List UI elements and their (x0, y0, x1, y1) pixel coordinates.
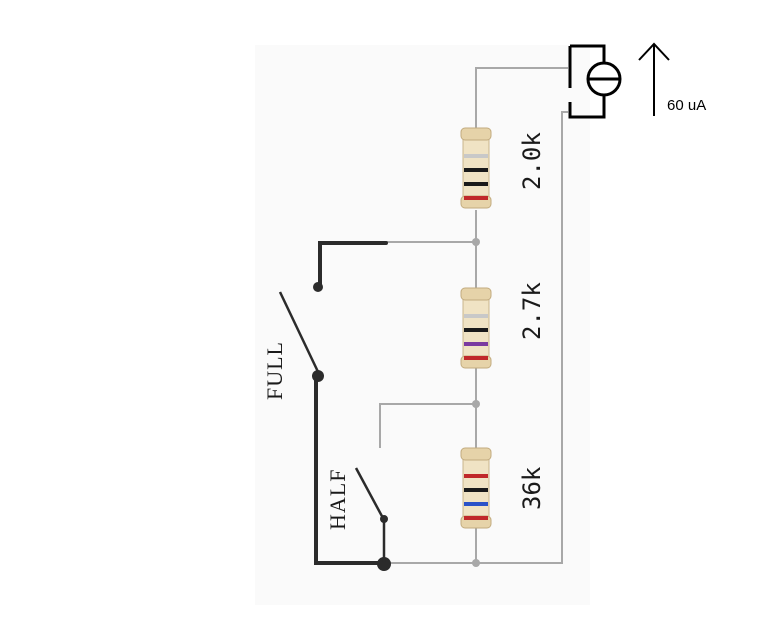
resistor-band (464, 342, 488, 346)
resistor-2-7k (460, 287, 492, 369)
paper-background (255, 45, 590, 605)
switch-label-half: HALF (325, 469, 350, 530)
current-arrow-icon (638, 42, 670, 116)
resistor-cap-top (460, 127, 492, 141)
junction-node-bottom (472, 559, 480, 567)
resistor-label-36k: 36k (518, 466, 546, 510)
resistor-band (464, 516, 488, 520)
resistor-cap-top (460, 287, 492, 301)
full-switch-bottom-wire (314, 373, 388, 565)
resistor-band (464, 314, 488, 318)
resistor-2-0k (460, 127, 492, 209)
half-switch-contact (380, 515, 388, 523)
resistor-band (464, 488, 488, 492)
resistor-band (464, 154, 488, 158)
resistor-group (460, 127, 492, 529)
resistor-band (464, 328, 488, 332)
half-switch[interactable] (354, 467, 386, 521)
full-switch[interactable] (278, 291, 322, 377)
junction-node-upper (472, 238, 480, 246)
resistor-band (464, 168, 488, 172)
resistor-band (464, 196, 488, 200)
resistor-band (464, 182, 488, 186)
full-switch-top-wire (318, 241, 388, 290)
top-wire (475, 67, 568, 128)
half-switch-pivot (377, 557, 391, 571)
resistor-cap-top (460, 447, 492, 461)
half-tap-wire (379, 403, 476, 448)
resistor-band (464, 502, 488, 506)
resistor-label-2-0k: 2.0k (518, 132, 546, 190)
source-top-lead (570, 44, 606, 62)
full-switch-pivot (312, 370, 324, 382)
resistor-label-2-7k: 2.7k (518, 282, 546, 340)
source-bottom-lead (568, 96, 606, 119)
current-source (568, 44, 622, 119)
resistor-band (464, 356, 488, 360)
switch-label-full: FULL (262, 341, 287, 400)
full-switch-contact (313, 282, 323, 292)
return-wire (476, 111, 568, 564)
resistor-band (464, 474, 488, 478)
switch-wiring (312, 241, 391, 571)
current-label: 60 uA (667, 97, 706, 114)
junction-node-middle (472, 400, 480, 408)
resistor-36k (460, 447, 492, 529)
